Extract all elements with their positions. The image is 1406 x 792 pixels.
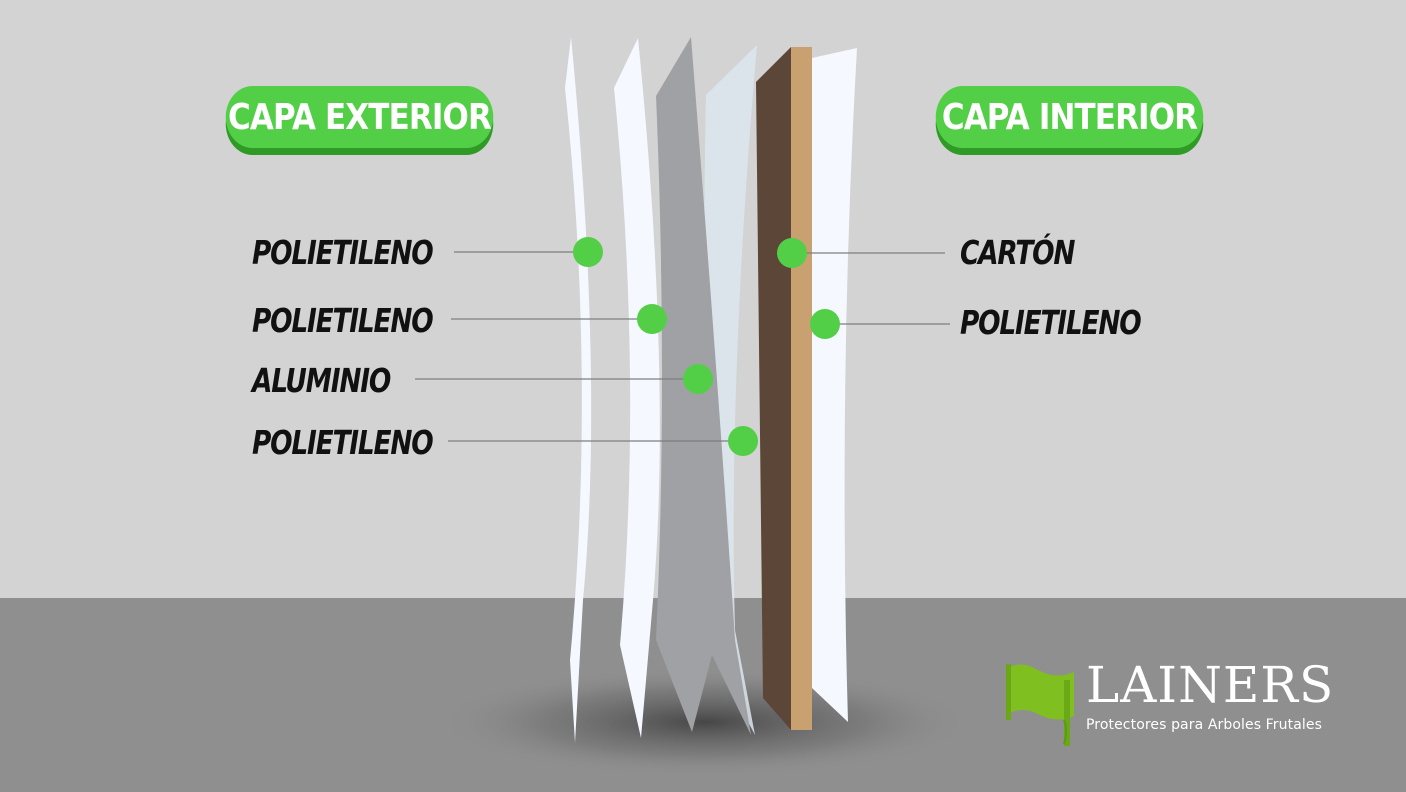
- marker-dot-outer-4: [728, 426, 758, 456]
- layer-sheet-cardboard-core: [756, 47, 791, 730]
- outer-layer-label-3: ALUMINIO: [252, 361, 391, 400]
- inner-layer-label-1: CARTÓN: [960, 233, 1075, 272]
- marker-dot-inner-2: [810, 309, 840, 339]
- outer-layer-header: CAPA EXTERIOR: [225, 86, 494, 148]
- outer-layer-label-1: POLIETILENO: [252, 233, 434, 272]
- tree-bag-icon: [1006, 664, 1074, 746]
- logo-name: LAINERS: [1086, 656, 1335, 714]
- outer-layer-label-2: POLIETILENO: [252, 301, 434, 340]
- layer-sheet-polyethylene-1: [565, 37, 592, 743]
- layer-sheet-cardboard-face: [791, 47, 812, 730]
- lainers-logo: LAINERS Protectores para Arboles Frutale…: [1002, 656, 1335, 750]
- inner-layer-header-text: CAPA INTERIOR: [941, 96, 1198, 138]
- layer-sheet-polyethylene-2: [614, 38, 660, 738]
- inner-layer-header: CAPA INTERIOR: [935, 86, 1204, 148]
- outer-layer-label-4: POLIETILENO: [252, 423, 434, 462]
- logo-tagline: Protectores para Arboles Frutales: [1086, 717, 1322, 733]
- marker-dot-inner-1: [777, 238, 807, 268]
- outer-layer-header-text: CAPA EXTERIOR: [228, 96, 492, 138]
- floor-shadow: [435, 667, 975, 777]
- marker-dot-outer-3: [683, 364, 713, 394]
- marker-dot-outer-1: [573, 237, 603, 267]
- marker-dot-outer-2: [637, 304, 667, 334]
- layer-sheet-polyethylene-inner: [812, 48, 857, 722]
- inner-layer-label-2: POLIETILENO: [960, 303, 1142, 342]
